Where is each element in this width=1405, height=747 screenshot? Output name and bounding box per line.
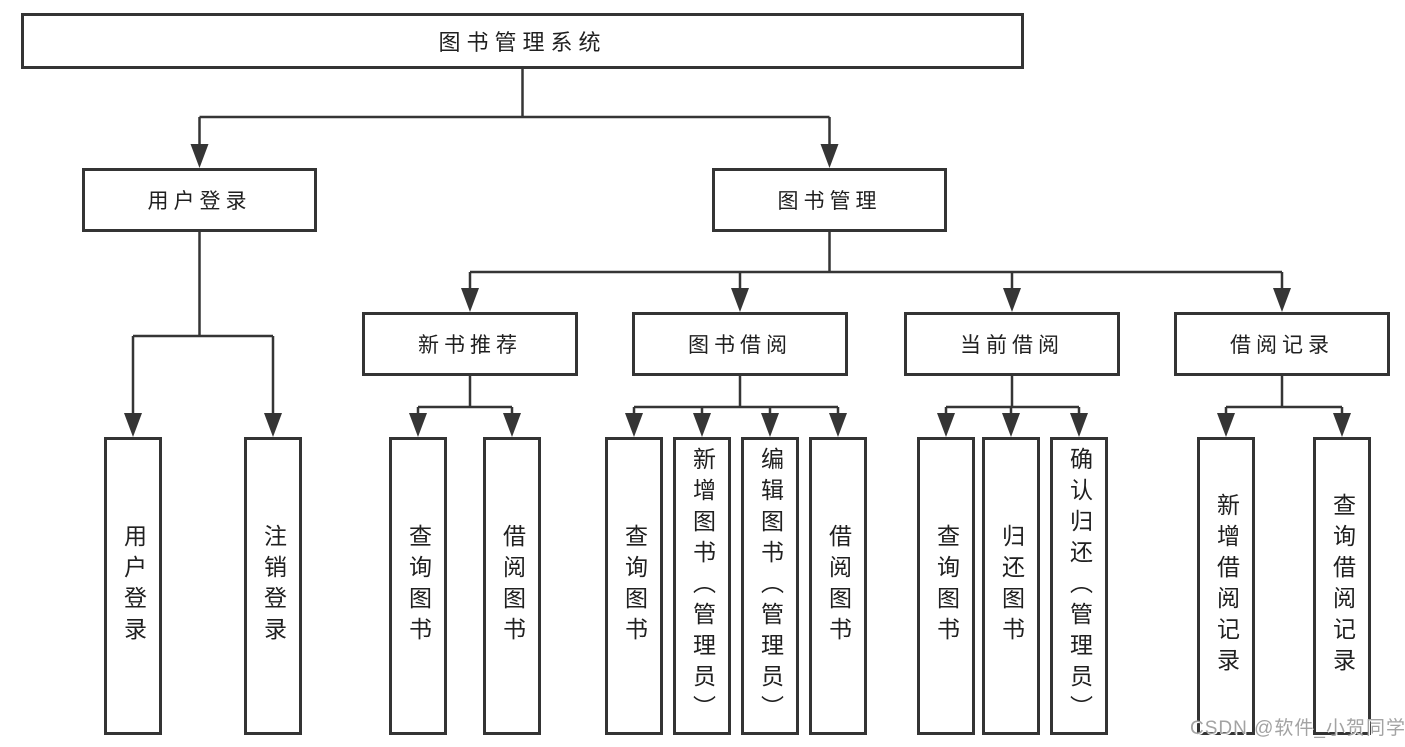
- node-query-books-borrow: 查询图书: [605, 437, 663, 735]
- node-borrow-books-leaf: 借阅图书: [809, 437, 867, 735]
- node-add-borrow-record: 新增借阅记录: [1197, 437, 1255, 735]
- node-query-books-recommend: 查询图书: [389, 437, 447, 735]
- node-add-book-admin: 新增图书（管理员）: [673, 437, 731, 735]
- node-book-management: 图书管理: [712, 168, 947, 232]
- node-borrow-books-recommend: 借阅图书: [483, 437, 541, 735]
- node-new-book-recommend: 新书推荐: [362, 312, 578, 376]
- arrowheads: [124, 144, 1351, 437]
- node-library-system: 图书管理系统: [21, 13, 1024, 69]
- node-query-books-current: 查询图书: [917, 437, 975, 735]
- node-logout-leaf: 注销登录: [244, 437, 302, 735]
- node-edit-book-admin: 编辑图书（管理员）: [741, 437, 799, 735]
- node-query-borrow-record: 查询借阅记录: [1313, 437, 1371, 735]
- node-borrow-records: 借阅记录: [1174, 312, 1390, 376]
- node-return-book: 归还图书: [982, 437, 1040, 735]
- node-book-borrow: 图书借阅: [632, 312, 848, 376]
- node-user-login: 用户登录: [82, 168, 317, 232]
- watermark: CSDN @软件_小贺同学: [1190, 718, 1405, 739]
- node-current-borrow: 当前借阅: [904, 312, 1120, 376]
- node-user-login-leaf: 用户登录: [104, 437, 162, 735]
- node-confirm-return-admin: 确认归还（管理员）: [1050, 437, 1108, 735]
